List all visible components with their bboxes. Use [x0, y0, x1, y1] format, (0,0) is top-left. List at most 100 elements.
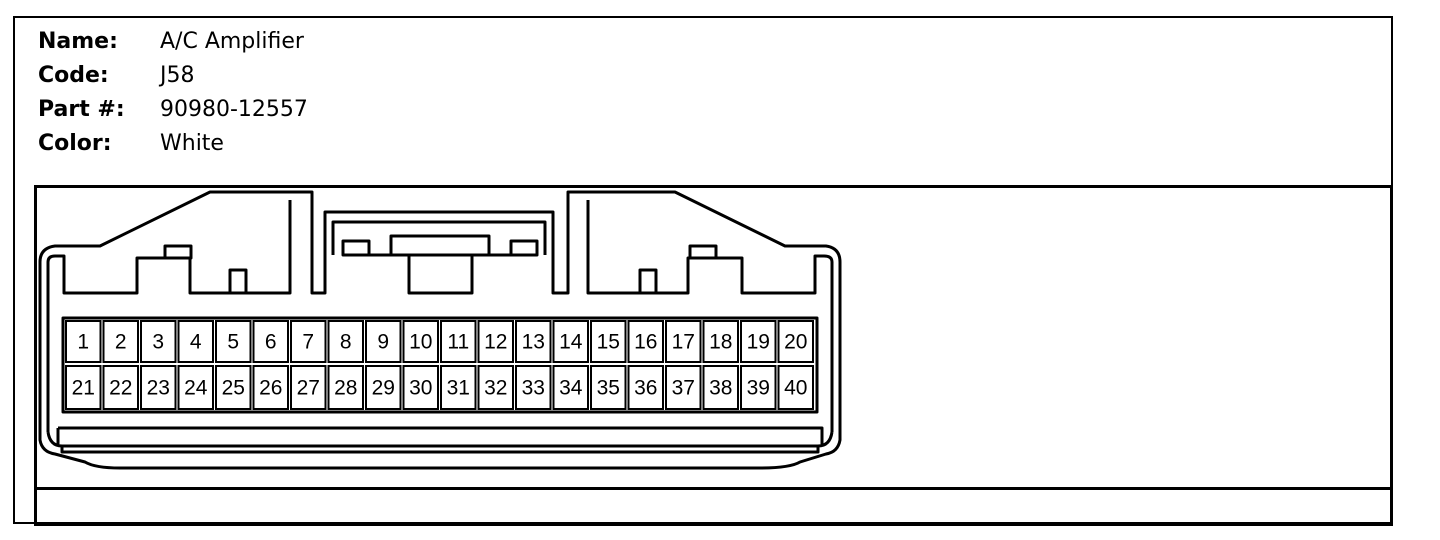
pin-cell-27 — [290, 365, 327, 410]
latch-outline — [331, 220, 547, 255]
pin-cell-28 — [327, 365, 364, 410]
pin-cell-30 — [402, 365, 439, 410]
pin-label-17: 17 — [672, 331, 695, 354]
code-value: J58 — [160, 62, 195, 88]
pin-label-20: 20 — [784, 331, 807, 354]
pin-label-35: 35 — [597, 377, 620, 400]
pin-label-5: 5 — [227, 331, 239, 354]
pin-cell-39 — [740, 365, 777, 410]
pin-cell-13 — [515, 320, 552, 363]
pin-cell-33 — [515, 365, 552, 410]
pin-label-16: 16 — [634, 331, 657, 354]
pin-label-1: 1 — [77, 331, 89, 354]
color-row: Color: White — [38, 126, 308, 160]
pin-cell-18 — [702, 320, 739, 363]
pin-label-37: 37 — [672, 377, 695, 400]
part-value: 90980-12557 — [160, 96, 308, 122]
pin-label-39: 39 — [747, 377, 770, 400]
pin-cell-5 — [215, 320, 252, 363]
pin-label-31: 31 — [447, 377, 470, 400]
pin-cell-10 — [402, 320, 439, 363]
pin-label-32: 32 — [484, 377, 507, 400]
key-right-upper — [688, 244, 718, 260]
pin-cell-20 — [777, 320, 814, 363]
pin-label-29: 29 — [372, 377, 395, 400]
pin-label-27: 27 — [297, 377, 320, 400]
latch-block — [389, 234, 491, 257]
pin-label-22: 22 — [109, 377, 132, 400]
pin-label-6: 6 — [265, 331, 277, 354]
name-row: Name: A/C Amplifier — [38, 24, 308, 58]
pin-cell-34 — [552, 365, 589, 410]
part-label: Part #: — [38, 96, 125, 122]
pin-label-14: 14 — [559, 331, 583, 354]
pin-cell-3 — [140, 320, 177, 363]
pin-cell-12 — [477, 320, 514, 363]
pin-cell-38 — [702, 365, 739, 410]
pin-cell-16 — [627, 320, 664, 363]
latch-tab-right — [509, 239, 539, 257]
pin-cell-22 — [102, 365, 139, 410]
latch-ramp — [369, 253, 511, 295]
pin-label-38: 38 — [709, 377, 732, 400]
pin-cell-8 — [327, 320, 364, 363]
code-row: Code: J58 — [38, 58, 308, 92]
name-label: Name: — [38, 28, 118, 54]
pin-cell-19 — [740, 320, 777, 363]
pin-label-3: 3 — [152, 331, 164, 354]
pin-label-2: 2 — [115, 331, 127, 354]
pin-label-28: 28 — [334, 377, 357, 400]
connector-info: Name: A/C Amplifier Code: J58 Part #: 90… — [38, 24, 308, 160]
pin-cell-36 — [627, 365, 664, 410]
connector-lower-rail — [46, 426, 834, 448]
pin-grid-border — [61, 316, 819, 414]
frame-divider — [34, 487, 1393, 490]
pin-label-23: 23 — [147, 377, 170, 400]
pin-cell-9 — [365, 320, 402, 363]
connector-bottom-edge — [60, 446, 820, 454]
pin-label-30: 30 — [409, 377, 432, 400]
pin-label-40: 40 — [784, 377, 807, 400]
key-left-lower — [228, 268, 248, 295]
pin-label-4: 4 — [190, 331, 202, 354]
connector-frame — [34, 185, 1393, 526]
pin-cell-35 — [590, 365, 627, 410]
part-row: Part #: 90980-12557 — [38, 92, 308, 126]
pin-label-11: 11 — [447, 331, 469, 354]
pin-label-25: 25 — [222, 377, 245, 400]
pin-label-8: 8 — [340, 331, 352, 354]
pin-cell-2 — [102, 320, 139, 363]
pin-cell-21 — [65, 365, 102, 410]
color-label: Color: — [38, 130, 112, 156]
name-value: A/C Amplifier — [160, 28, 304, 54]
pin-cell-7 — [290, 320, 327, 363]
pin-cell-25 — [215, 365, 252, 410]
pin-cell-37 — [665, 365, 702, 410]
pin-cell-31 — [440, 365, 477, 410]
pin-cell-24 — [177, 365, 214, 410]
connector-housing — [38, 190, 842, 470]
pin-cell-11 — [440, 320, 477, 363]
pin-cell-15 — [590, 320, 627, 363]
pin-label-33: 33 — [522, 377, 545, 400]
pin-cell-17 — [665, 320, 702, 363]
latch-tab-left — [341, 239, 371, 257]
pin-label-7: 7 — [302, 331, 314, 354]
pin-label-12: 12 — [484, 331, 507, 354]
pin-label-24: 24 — [184, 377, 208, 400]
pin-cell-6 — [252, 320, 289, 363]
pin-cell-26 — [252, 365, 289, 410]
pin-label-10: 10 — [409, 331, 432, 354]
pin-cell-23 — [140, 365, 177, 410]
pin-label-26: 26 — [259, 377, 282, 400]
pin-label-34: 34 — [559, 377, 583, 400]
key-right-lower — [638, 268, 658, 295]
pin-cell-4 — [177, 320, 214, 363]
pin-label-9: 9 — [377, 331, 389, 354]
pin-label-36: 36 — [634, 377, 657, 400]
code-label: Code: — [38, 62, 109, 88]
pin-label-13: 13 — [522, 331, 545, 354]
pin-cell-1 — [65, 320, 102, 363]
pin-cell-32 — [477, 365, 514, 410]
